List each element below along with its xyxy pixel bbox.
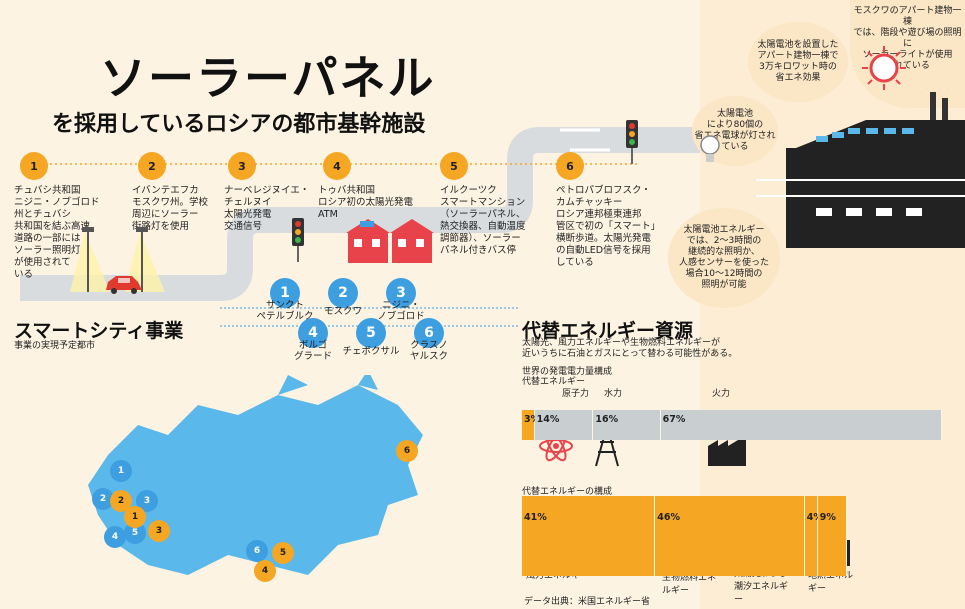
nuclear-label: 原子力: [562, 389, 590, 399]
step-text-3: ナーベレジヌイエ・ チェルヌイ 太陽光発電 交通信号: [224, 185, 310, 232]
bar-segment-chart2-3: [817, 496, 847, 576]
map-marker-orange-6: 6: [396, 440, 418, 462]
lightbulb-icon: [700, 135, 720, 162]
bar-segment-chart1-1: [534, 410, 594, 440]
map-marker-orange-4: 4: [254, 560, 276, 582]
wind-label: 風力エネルギー: [526, 571, 590, 581]
bar-label-chart2-3: 9%: [819, 512, 836, 523]
house-icon: [346, 219, 434, 263]
geothermal-label: 地熱エネルギー: [808, 571, 854, 594]
step-badge-4: 4: [323, 152, 351, 180]
factory-icon: [708, 432, 746, 466]
map-marker-blue-6: 6: [246, 540, 268, 562]
map-marker-orange-5: 5: [272, 542, 294, 564]
chart1-label: 世界の発電電力量構成: [522, 367, 613, 377]
step-badge-1: 1: [20, 152, 48, 180]
solar-building-icon: [756, 88, 965, 248]
energy-title: 代替エネルギー資源: [522, 320, 694, 342]
step-text-4: トゥバ共和国 ロシア初の太陽光発電 ATM: [318, 185, 414, 220]
traffic-light-icon: [292, 218, 304, 262]
info-bubble-3: 太陽電池 により80個の 省エネ電球が灯され ている: [692, 96, 778, 166]
city-label-6: クラスノ ヤルスク: [409, 340, 448, 362]
hydro-label: 水力: [604, 389, 623, 399]
energy-description: 太陽光、風力エネルギーや生物燃料エネルギーが 近いうちに石油とガスにとって替わる…: [522, 338, 738, 359]
city-label-4: ボルゴ グラード: [293, 340, 332, 362]
map-marker-blue-5: 5: [124, 522, 146, 544]
city-label-2: モスクワ: [323, 306, 362, 317]
car-icon: [106, 276, 142, 294]
map-marker-blue-1: 1: [110, 460, 132, 482]
city-label-5: チェボクサル: [342, 346, 400, 357]
bar-label-chart2-2: 4%: [806, 512, 823, 523]
smart-city-title: スマートシティ事業: [14, 320, 184, 342]
alt-energy-label: 代替エネルギー: [522, 377, 586, 387]
bar-segment-chart2-2: [804, 496, 818, 576]
info-bubble-2: モスクワのアパート建物一棟 では、階段や遊び場の照明に ソーラーライトが使用 さ…: [850, 0, 965, 108]
bar-segment-chart1-2: [593, 410, 661, 440]
biofuel-label: 生物燃料エネルギー: [662, 573, 717, 596]
map-marker-orange-2: 2: [110, 490, 132, 512]
map-marker-orange-1: 1: [124, 506, 146, 528]
bar-label-chart2-0: 41%: [524, 512, 547, 523]
bar-segment-chart1-3: [660, 410, 942, 440]
step-text-2: イバンテエフカ モスクワ州。学校 周辺にソーラー 街路灯を使用: [132, 185, 209, 232]
step-badge-6: 6: [556, 152, 584, 180]
page-subtitle: を採用しているロシアの都市基幹施設: [52, 112, 426, 137]
step-badge-3: 3: [228, 152, 256, 180]
bar-segment-chart2-1: [655, 496, 805, 576]
bar-label-chart1-0: 3%: [524, 414, 541, 425]
data-source: データ出典：米国エネルギー省: [524, 597, 651, 607]
city-label-3: ニジニ・ ノブゴロド: [377, 300, 425, 322]
map-marker-blue-3: 3: [136, 490, 158, 512]
city-badge-6: 6: [414, 318, 444, 348]
info-bubble-1: 太陽電池を設置した アパート建物一棟で 3万キロワット時の 省エネ効果: [748, 22, 848, 102]
thermal-label: 火力: [712, 389, 731, 399]
map-marker-orange-3: 3: [148, 520, 170, 542]
page-title: ソーラーパネル: [100, 51, 436, 105]
bar-segment-chart2-0: [522, 496, 656, 576]
city-badge-5: 5: [356, 318, 386, 348]
step-text-6: ペトロパブロフスク・ カムチャッキー ロシア連邦極東連邦 管区で初の「スマート」…: [556, 185, 661, 268]
bar-label-chart2-1: 46%: [657, 512, 680, 523]
city-badge-3: 3: [386, 278, 416, 308]
step-badge-2: 2: [138, 152, 166, 180]
step-badge-5: 5: [440, 152, 468, 180]
traffic-light-icon-2: [626, 120, 638, 164]
city-badge-2: 2: [328, 278, 358, 308]
city-label-1: サンクト ペテルブルク: [256, 300, 314, 322]
bar-label-chart1-3: 67%: [662, 414, 686, 425]
sun-icon: [862, 46, 906, 90]
city-badge-1: 1: [270, 278, 300, 308]
step-text-1: チュバシ共和国 ニジニ・ノブゴロド 州とチュバシ 共和国を結ぶ高速 道路の一部に…: [14, 185, 100, 280]
bar-label-chart1-2: 16%: [595, 414, 619, 425]
chart2-label: 代替エネルギーの構成: [522, 487, 613, 497]
power-tower-icon: [594, 425, 620, 467]
bar-segment-chart1-0: [522, 410, 535, 440]
bar-label-chart1-1: 14%: [536, 414, 560, 425]
map-marker-blue-2: 2: [92, 488, 114, 510]
street-lamp-icon: [70, 227, 165, 292]
map-marker-blue-4: 4: [104, 526, 126, 548]
step-text-5: イルクーツク スマートマンション （ソーラーパネル、 熱交換器、自動温度 調節器…: [440, 185, 526, 256]
russia-map: [88, 375, 423, 575]
info-bubble-4: 太陽電池エネルギー では、2〜3時間の 継続的な照明か、 人感センサーを使った …: [668, 208, 780, 308]
city-badge-4: 4: [298, 318, 328, 348]
smart-city-subtitle: 事業の実現予定都市: [14, 341, 96, 351]
